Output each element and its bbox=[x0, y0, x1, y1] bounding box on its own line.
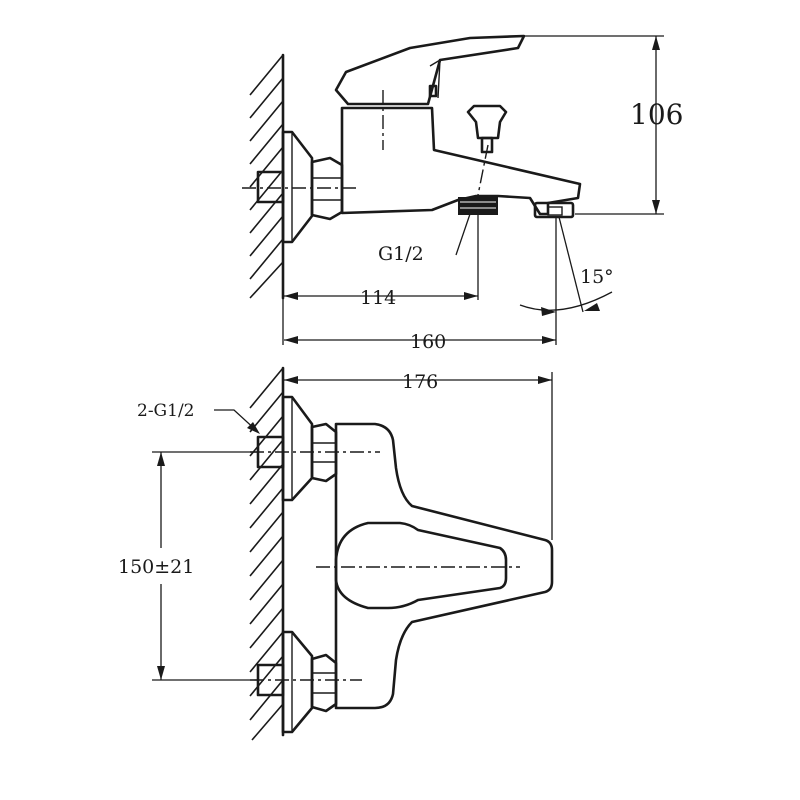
angle-ray bbox=[558, 216, 584, 313]
dim-160: 160 bbox=[410, 331, 446, 353]
side-aerator bbox=[533, 201, 575, 219]
side-thread-outlet bbox=[458, 197, 498, 215]
side-lever-handle bbox=[334, 34, 526, 106]
dim-114: 114 bbox=[360, 287, 396, 309]
front-lower-flange bbox=[281, 630, 314, 734]
side-body bbox=[340, 106, 582, 216]
front-upper-flange bbox=[281, 395, 314, 502]
dim-height-106: 106 bbox=[630, 98, 683, 131]
front-view: 176 2-G1/2 150±21 bbox=[118, 366, 554, 741]
side-diverter-knob bbox=[466, 104, 508, 140]
thread-leader bbox=[455, 213, 471, 256]
angle-arc bbox=[519, 291, 613, 311]
dim-centers: 150±21 bbox=[118, 556, 194, 578]
side-diverter-centerline bbox=[477, 144, 489, 196]
side-flange bbox=[281, 130, 314, 244]
thread-label-g1-2: G1/2 bbox=[378, 243, 424, 265]
side-handle-screw bbox=[428, 84, 438, 98]
dual-inlet-leader bbox=[214, 409, 259, 433]
side-view: 106 G1/2 114 160 15° bbox=[242, 34, 683, 353]
side-wall-hatching bbox=[249, 54, 284, 299]
angle-15: 15° bbox=[580, 266, 614, 288]
front-wall-hatching bbox=[249, 367, 284, 741]
dim-176: 176 bbox=[402, 371, 438, 393]
front-lever-handle bbox=[334, 521, 508, 610]
front-lower-hex-nut bbox=[310, 653, 338, 713]
dual-inlet-label: 2-G1/2 bbox=[137, 401, 195, 421]
front-body bbox=[334, 422, 554, 710]
